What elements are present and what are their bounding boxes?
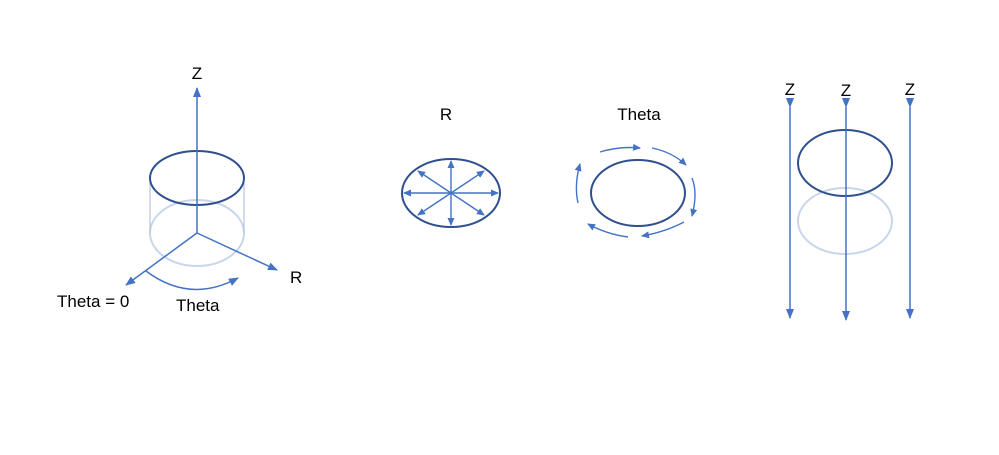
theta-circular-arrows <box>574 143 698 239</box>
theta-ellipse <box>590 159 686 227</box>
radial-arrow-down-left <box>417 192 452 216</box>
radial-arrow-up-left <box>417 170 452 194</box>
radial-label: R <box>440 105 452 124</box>
z-label-right: Z <box>905 80 915 99</box>
radial-arrow-down-right <box>450 192 485 216</box>
theta-arc-3 <box>690 177 698 217</box>
z-faint-ellipse <box>797 187 893 255</box>
r-axis-arrow <box>196 232 278 271</box>
theta-arc-arrow <box>145 270 239 291</box>
theta-arc-6 <box>574 163 582 204</box>
theta-arc-4 <box>641 221 685 239</box>
radial-panel: R <box>401 105 501 228</box>
cylinder-axes-panel: Z R Theta = 0 Theta <box>57 64 302 315</box>
theta-arc-2 <box>651 147 687 166</box>
z-label-center: Z <box>841 81 851 100</box>
theta-arc-5 <box>587 223 629 238</box>
z-panel: Z Z Z <box>785 80 915 321</box>
radial-ellipse <box>401 158 501 228</box>
theta-zero-label: Theta = 0 <box>57 292 129 311</box>
z-top-ellipse <box>797 129 893 197</box>
theta-panel: Theta <box>574 105 698 239</box>
theta-arc-1 <box>599 143 641 153</box>
radial-arrow-up-right <box>450 170 485 194</box>
theta-zero-axis-arrow <box>125 232 198 286</box>
z-axis-label: Z <box>192 64 202 83</box>
r-axis-label: R <box>290 268 302 287</box>
theta-direction-label: Theta <box>617 105 661 124</box>
z-label-left: Z <box>785 80 795 99</box>
theta-label: Theta <box>176 296 220 315</box>
radial-arrows <box>403 160 499 226</box>
